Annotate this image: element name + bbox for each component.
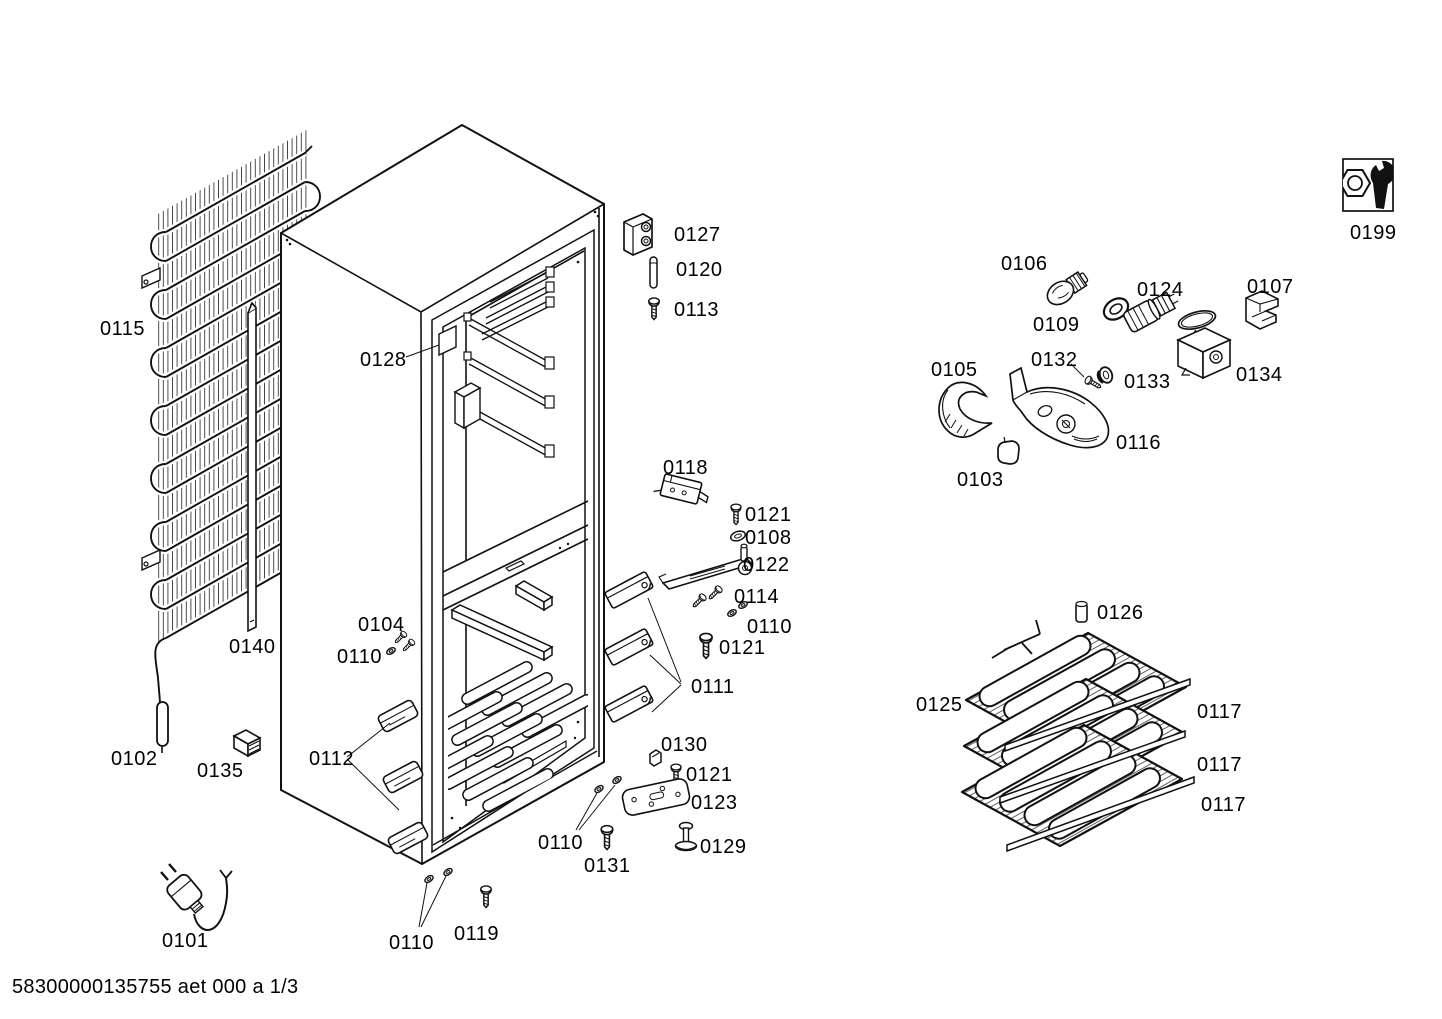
part-label-0120-3: 0120 <box>676 259 723 281</box>
part-label-0117-42: 0117 <box>1201 794 1247 816</box>
lamp-housing-0116 <box>1009 366 1110 449</box>
part-label-0132-32: 0132 <box>1031 349 1078 371</box>
part-label-0131-26: 0131 <box>584 855 631 877</box>
base-plate-0123 <box>621 778 691 816</box>
part-label-0126-38: 0126 <box>1097 602 1144 624</box>
grommet-0133 <box>1096 366 1114 384</box>
part-label-0103-37: 0103 <box>957 469 1004 491</box>
part-label-0118-5: 0118 <box>663 457 709 479</box>
part-label-0113-4: 0113 <box>674 299 720 321</box>
part-label-0117-40: 0117 <box>1197 701 1243 723</box>
condenser-rail-0140 <box>247 301 257 633</box>
hinge-bracket-0122 <box>658 543 754 590</box>
screw-0119 <box>480 885 492 909</box>
nut-and-wrench-icon <box>1342 158 1394 212</box>
part-label-0127-2: 0127 <box>674 224 721 246</box>
part-label-0114-9: 0114 <box>734 586 780 608</box>
part-label-0199-43: 0199 <box>1350 222 1397 244</box>
part-label-0123-24: 0123 <box>691 792 738 814</box>
part-label-0121-23: 0121 <box>686 764 733 786</box>
freezer-shelf-bars <box>450 580 554 662</box>
document-number: 58300000135755 aet 000 a 1/3 <box>12 976 299 998</box>
part-label-0129-27: 0129 <box>700 836 747 858</box>
rating-plate-0128 <box>438 324 457 357</box>
part-label-0104-13: 0104 <box>358 614 405 636</box>
part-label-0117-41: 0117 <box>1197 754 1243 776</box>
screw-0121-b <box>699 632 713 660</box>
freezer-floor-ribs <box>448 661 588 812</box>
part-label-0128-1: 0128 <box>360 349 407 371</box>
part-label-0108-7: 0108 <box>745 527 792 549</box>
cabinet-body <box>280 123 605 866</box>
knob-0103 <box>997 436 1020 465</box>
part-label-0105-35: 0105 <box>931 359 978 381</box>
lamp-socket-0124 <box>1123 291 1179 333</box>
part-label-0121-11: 0121 <box>719 637 766 659</box>
part-label-0110-20: 0110 <box>389 932 435 954</box>
bulb-0106 <box>1046 270 1089 306</box>
part-label-0111-12: 0111 <box>691 676 735 698</box>
part-label-0110-10: 0110 <box>747 616 793 638</box>
part-label-0101-19: 0101 <box>162 930 209 952</box>
part-label-0124-30: 0124 <box>1137 279 1184 301</box>
seal-ring-0109 <box>1102 297 1130 321</box>
condenser-bracket <box>141 266 161 290</box>
frame-screw-dots <box>285 210 600 830</box>
shelf-inlet-tubes-0125 <box>991 619 1041 659</box>
part-label-0135-18: 0135 <box>197 760 244 782</box>
hinge-clamp-0127 <box>623 213 653 256</box>
part-label-0115-0: 0115 <box>100 318 146 340</box>
part-label-0130-22: 0130 <box>661 734 708 756</box>
clip-0130 <box>649 749 662 767</box>
spacer-brackets-0111 <box>603 570 655 724</box>
part-label-0109-29: 0109 <box>1033 314 1080 336</box>
part-label-0134-34: 0134 <box>1236 364 1283 386</box>
switch-0118 <box>653 473 709 505</box>
part-label-0102-17: 0102 <box>111 748 158 770</box>
sensor-capsule-0126 <box>1075 600 1088 623</box>
shelf-rails-0117 <box>999 677 1195 853</box>
part-label-0133-33: 0133 <box>1124 371 1171 393</box>
leader-lines <box>346 344 1085 928</box>
part-label-0107-31: 0107 <box>1247 276 1294 298</box>
connector-0135 <box>232 729 262 758</box>
lamp-cover-0105 <box>938 381 993 438</box>
part-label-0119-21: 0119 <box>454 923 500 945</box>
condenser-bracket <box>141 548 161 572</box>
part-label-0121-6: 0121 <box>745 504 792 526</box>
thermostat-0134 <box>1176 309 1232 380</box>
part-label-0125-39: 0125 <box>916 694 963 716</box>
screw-0131 <box>600 824 614 851</box>
leveling-foot-0129 <box>674 821 698 852</box>
part-label-0112-15: 0112 <box>309 748 355 770</box>
screw-0121-a <box>730 503 742 526</box>
dryer-capsule-0102 <box>154 637 169 753</box>
washer-0108 <box>729 530 747 542</box>
bracket-0107 <box>1245 290 1279 330</box>
part-label-0110-14: 0110 <box>337 646 383 668</box>
hinge-pin-0120 <box>649 256 658 289</box>
screws-0114 <box>690 584 724 610</box>
part-label-0106-28: 0106 <box>1001 253 1048 275</box>
washers-0110-base <box>592 774 624 795</box>
power-cord-0101 <box>160 863 233 931</box>
screw-0113 <box>648 297 660 321</box>
washers-0110-bottom <box>422 866 455 885</box>
part-label-0140-16: 0140 <box>229 636 276 658</box>
part-label-0116-36: 0116 <box>1116 432 1162 454</box>
part-label-0110-25: 0110 <box>538 832 584 854</box>
part-label-0122-8: 0122 <box>743 554 790 576</box>
